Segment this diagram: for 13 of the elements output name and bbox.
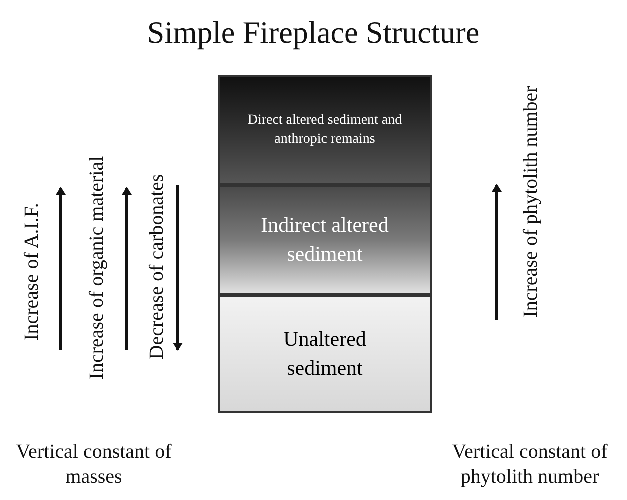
note-text: Vertical constant of phytolith number: [451, 440, 609, 490]
diagram-title: Simple Fireplace Structure: [147, 14, 480, 52]
layer-label: Indirect altered sediment: [260, 212, 390, 268]
layer-box: [218, 295, 432, 413]
trend-label: Increase of A.I.F.: [22, 203, 42, 341]
layer-box: [218, 75, 432, 185]
note-text: Vertical constant of masses: [15, 440, 173, 490]
trend-label: Increase of phytolith number: [521, 86, 541, 318]
layer-label: Unaltered sediment: [282, 326, 368, 382]
trend-label: Increase of organic material: [87, 156, 107, 380]
layer-box: [218, 185, 432, 295]
layer-label: Direct altered sediment and anthropic remains: [246, 112, 404, 149]
trend-label: Decrease of carbonates: [147, 174, 167, 360]
